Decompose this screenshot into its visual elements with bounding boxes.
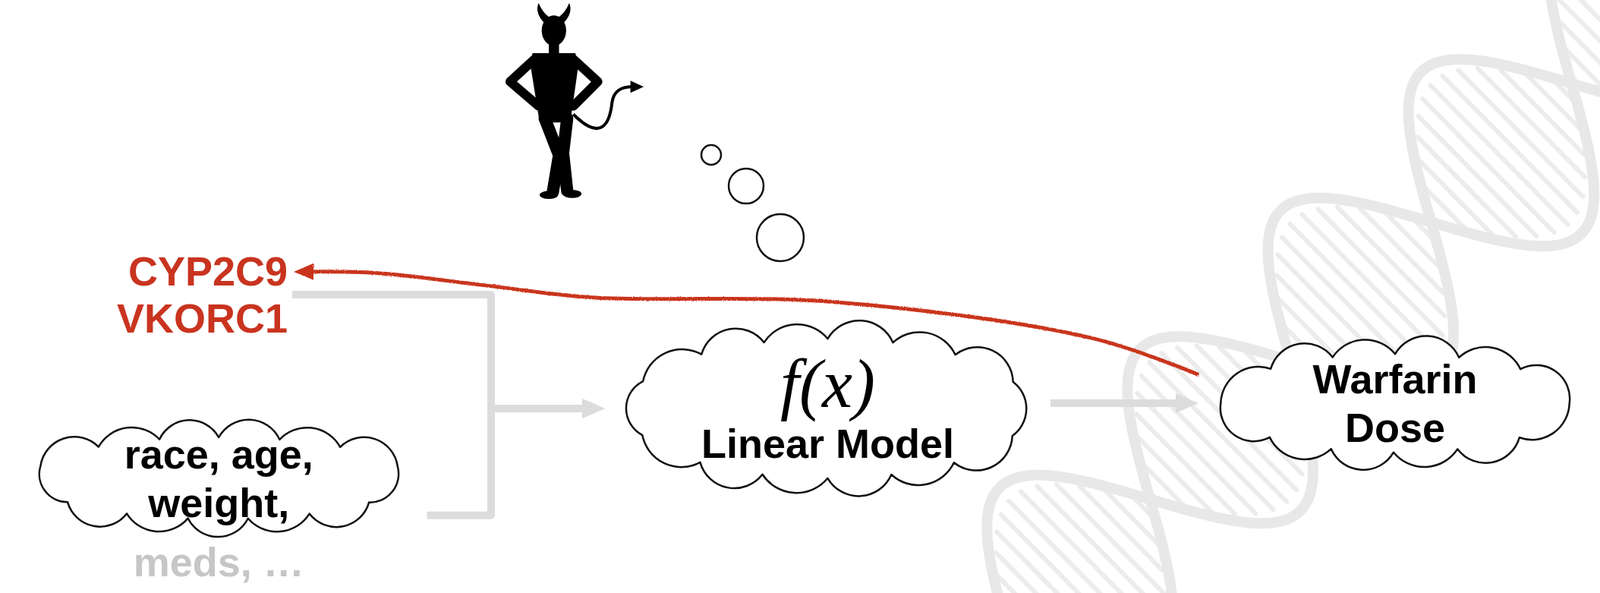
devil-leg: [544, 118, 560, 193]
devil-foot: [563, 189, 582, 199]
devil-tail-tip: [630, 80, 644, 93]
flow-arrow: [292, 294, 590, 409]
flow-arrow: [1050, 399, 1184, 407]
thought-bubble: [701, 144, 722, 165]
dna-rung: [1422, 98, 1555, 233]
dna-rung: [1301, 214, 1437, 351]
thought-bubble: [756, 214, 804, 262]
dna-rung: [1001, 514, 1134, 593]
thought-bubble: [728, 168, 764, 204]
dna-rung: [1430, 85, 1569, 224]
devil-tail: [573, 86, 633, 129]
cloud-outline: [1198, 331, 1592, 475]
gene-name: VKORC1: [116, 294, 288, 342]
gene-name: CYP2C9: [128, 247, 288, 295]
feature-list: race, age, weight,: [104, 429, 333, 527]
dna-rung: [996, 531, 1115, 593]
devil-leg: [563, 118, 567, 191]
feature-more: meds, …: [133, 539, 305, 584]
dna-watermark: [986, 0, 1600, 593]
devil-silhouette: [510, 3, 644, 199]
output-name: Warfarin Dose: [1303, 354, 1487, 452]
input-cloud: race, age, weight,meds, …: [10, 415, 427, 540]
model-cloud: f(x)Linear Model: [604, 316, 1051, 501]
output-cloud: Warfarin Dose: [1198, 331, 1592, 475]
devil-horn: [557, 3, 571, 23]
dna-rung: [1442, 75, 1578, 213]
model-function: f(x): [780, 349, 876, 419]
devil-arm: [573, 59, 598, 107]
devil-foot: [539, 190, 558, 199]
devil-horn: [537, 3, 552, 23]
gene-group: CYP2C9VKORC1: [113, 244, 291, 345]
flow-arrow: [426, 408, 590, 516]
model-name: Linear Model: [701, 418, 955, 468]
devil-arm: [510, 59, 539, 107]
dna-strand: [986, 0, 1594, 593]
